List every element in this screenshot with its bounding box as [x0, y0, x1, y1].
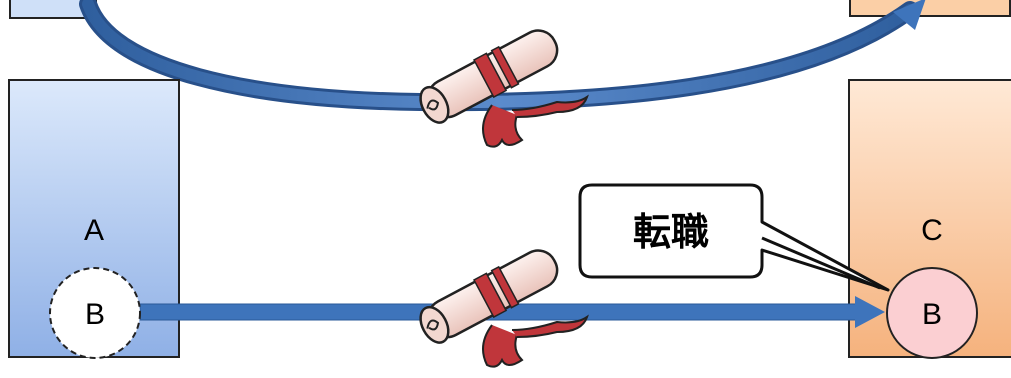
person-b-destination-label: B	[922, 298, 942, 331]
organization-c-label: C	[921, 214, 943, 247]
person-b-origin-label: B	[85, 298, 105, 331]
person-b-origin: B	[50, 268, 140, 358]
rolled-certificate-scroll-icon	[414, 22, 587, 146]
person-b-destination: B	[887, 268, 977, 358]
callout-bubble	[580, 185, 888, 290]
org-box-top-right	[850, 0, 1010, 16]
callout-text: 転職	[633, 212, 709, 254]
organization-a-label: A	[84, 214, 104, 247]
job-change-callout: 転職	[580, 185, 888, 290]
